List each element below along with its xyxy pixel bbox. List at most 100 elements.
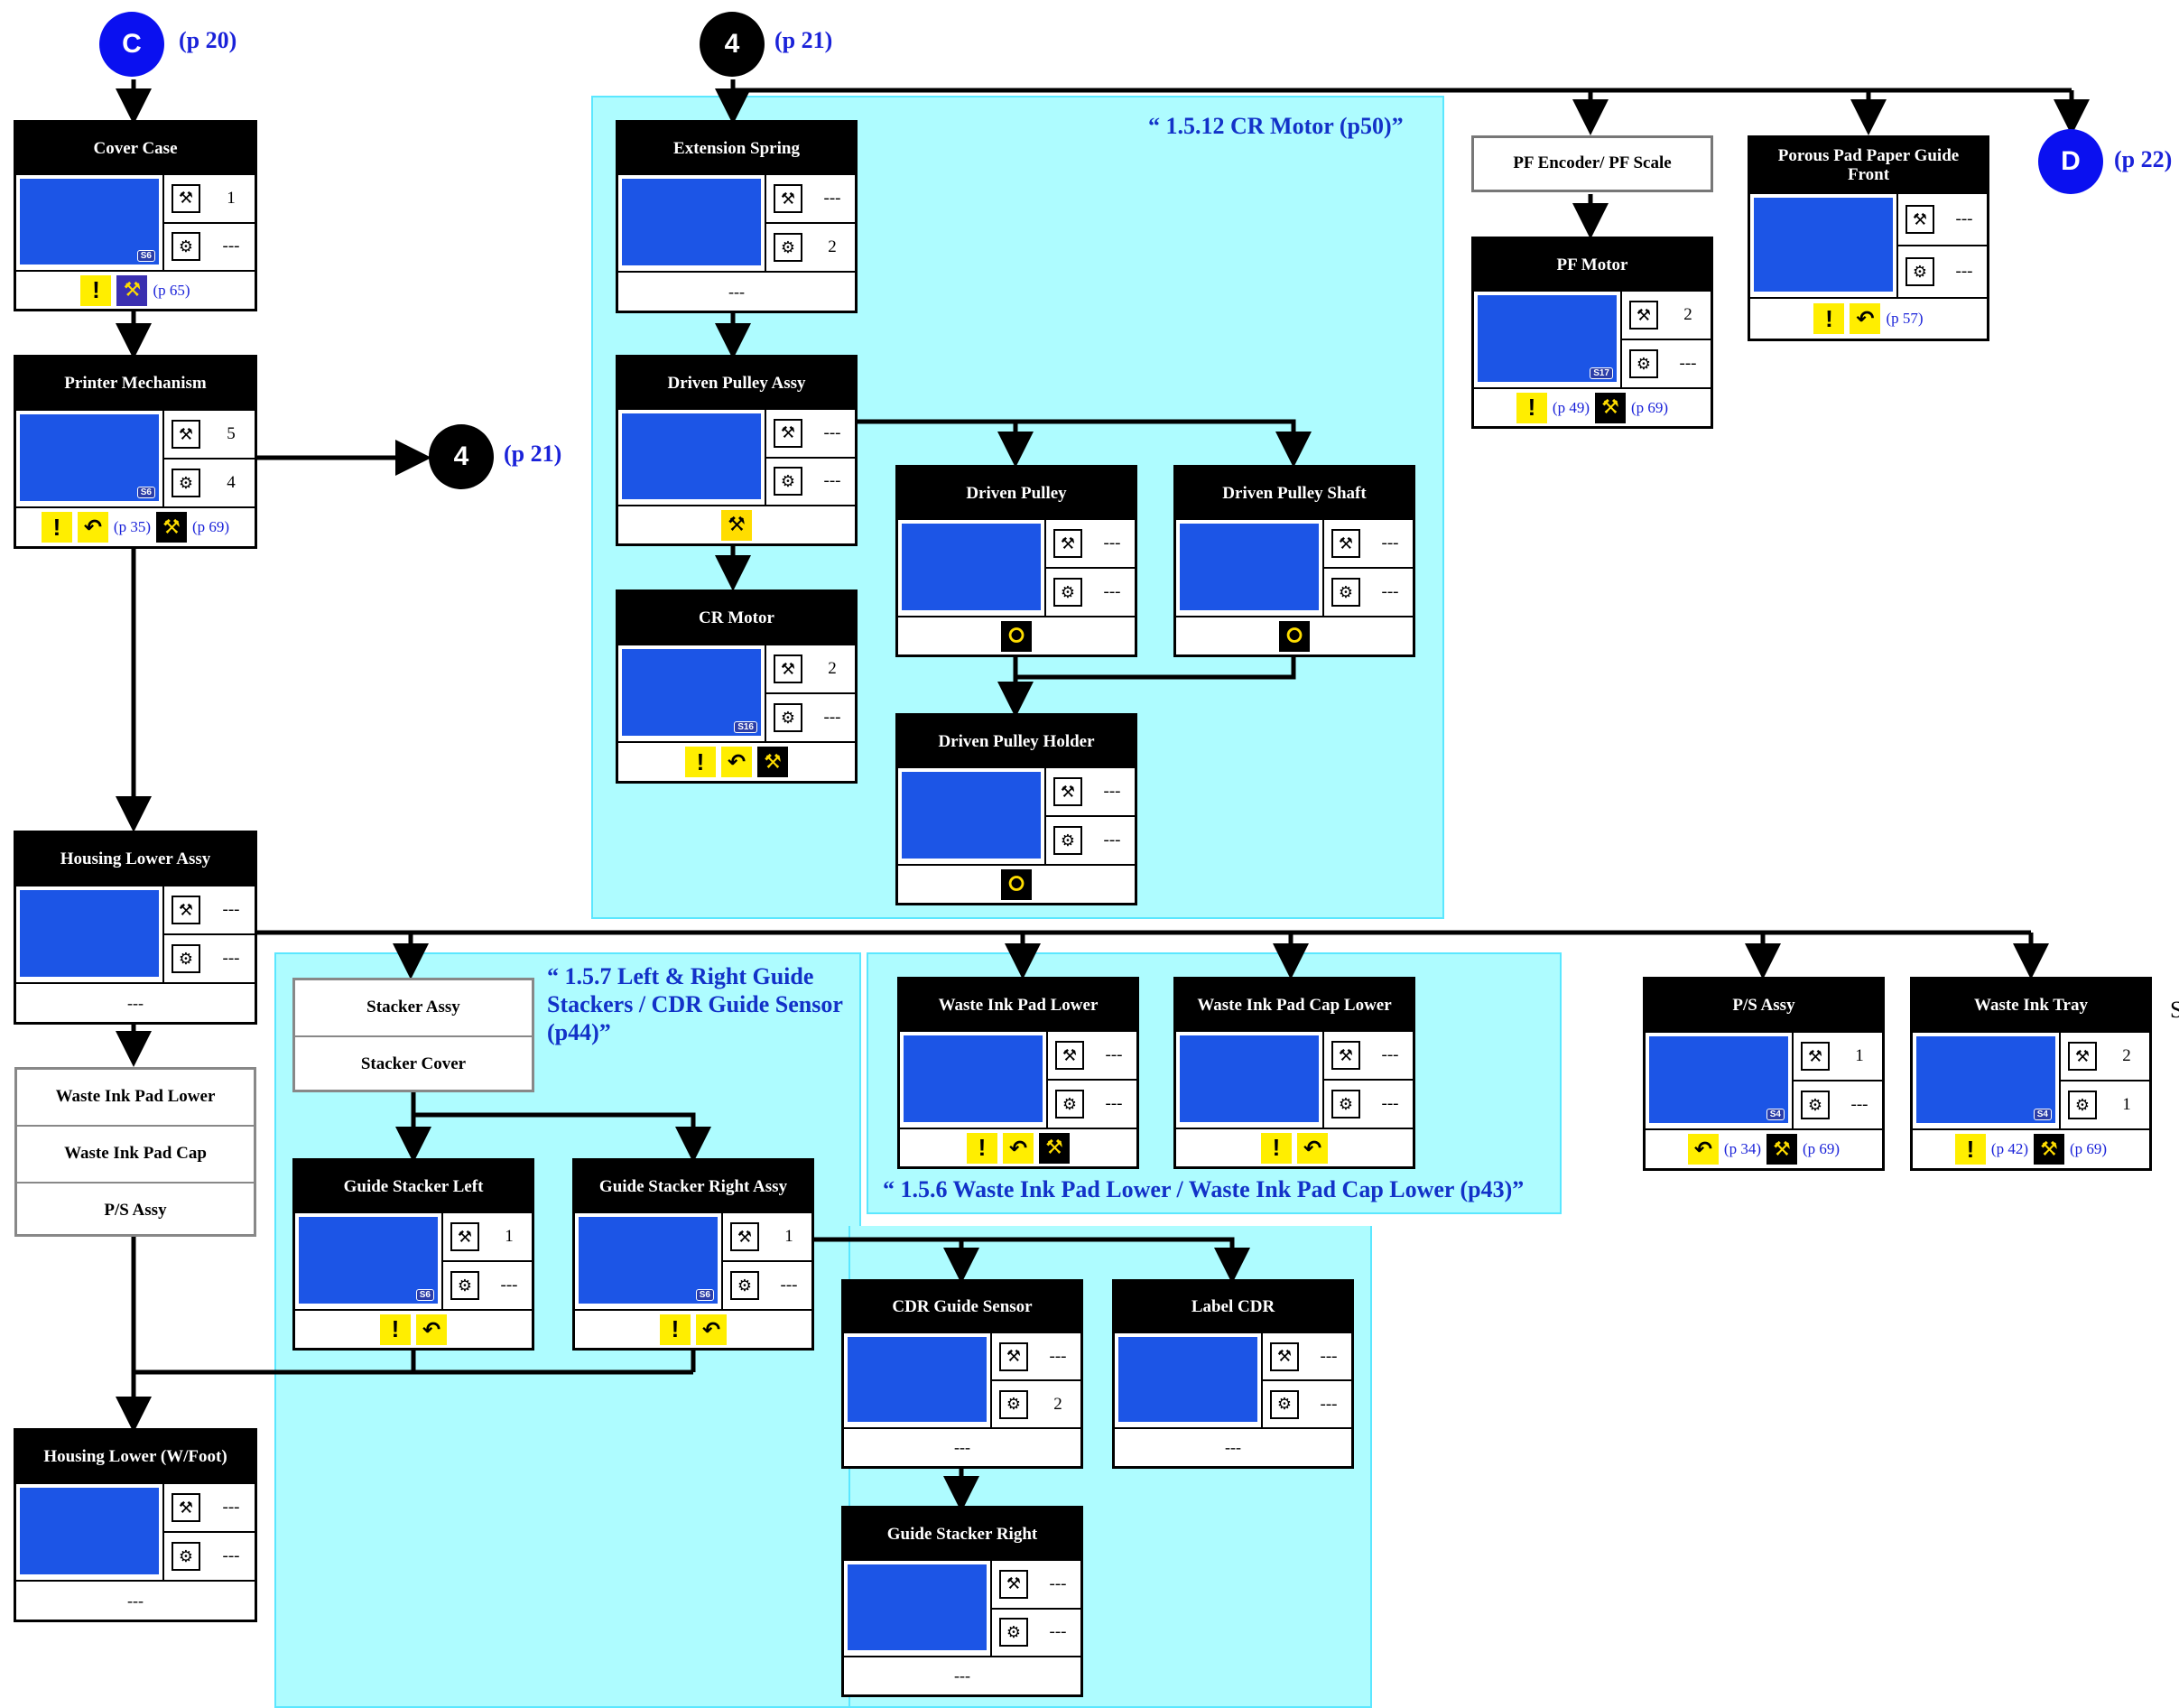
connector-c[interactable]: C: [99, 12, 164, 77]
reassembly-icon[interactable]: ↶: [1297, 1132, 1328, 1164]
part-cdr-guide-sensor[interactable]: CDR Guide Sensor⚒---⚙2---: [841, 1279, 1083, 1469]
part-photo: S6: [579, 1217, 718, 1304]
reassembly-icon[interactable]: ↶: [77, 512, 108, 543]
caution-icon[interactable]: !: [967, 1132, 997, 1164]
stack-item-waste-ink-pad-cap[interactable]: Waste Ink Pad Cap: [17, 1127, 254, 1184]
part-photo: [848, 1564, 987, 1650]
part-title: CR Motor: [618, 592, 855, 645]
wrench-icon: ⚙: [2068, 1091, 2097, 1119]
page-ref-link[interactable]: (p 35): [113, 518, 151, 535]
count-column: ⚒---⚙---: [1044, 520, 1135, 616]
connector-4-top-ref[interactable]: (p 21): [774, 27, 833, 53]
lubrication-icon[interactable]: ⭘: [1279, 620, 1310, 652]
wrench-icon: ⚙: [1053, 578, 1082, 607]
page-ref-link[interactable]: (p 69): [1803, 1140, 1841, 1157]
tools-row: ⚙---: [164, 935, 255, 982]
stack-item-ps-assy[interactable]: P/S Assy: [104, 1200, 167, 1220]
count-column: ⚒1⚙---: [721, 1213, 811, 1309]
part-label-cdr[interactable]: Label CDR⚒---⚙------: [1112, 1279, 1354, 1469]
part-housing-lower-assy[interactable]: Housing Lower Assy⚒---⚙------: [14, 831, 257, 1025]
caution-icon[interactable]: !: [41, 512, 72, 543]
stack-item-stacker-cover[interactable]: Stacker Cover: [360, 1054, 467, 1073]
tool-icon[interactable]: ⚒: [721, 509, 752, 541]
caution-icon[interactable]: !: [380, 1313, 411, 1345]
wrench-icon: ⚙: [730, 1271, 759, 1300]
screws-row: ⚒2: [1622, 292, 1711, 340]
part-driven-pulley-shaft[interactable]: Driven Pulley Shaft⚒---⚙---⭘: [1173, 465, 1415, 657]
tools-count: ---: [1850, 1095, 1868, 1114]
adjustment-icon[interactable]: ⚒: [757, 747, 788, 777]
part-pf-encoder[interactable]: PF Encoder/ PF Scale: [1471, 135, 1713, 192]
caution-icon[interactable]: !: [1261, 1132, 1292, 1164]
connector-d-ref[interactable]: (p 22): [2114, 146, 2173, 172]
page-ref-link[interactable]: (p 57): [1886, 310, 1924, 327]
caution-icon[interactable]: !: [80, 274, 112, 306]
stack-item-waste-ink-pad-lower[interactable]: Waste Ink Pad Lower: [17, 1070, 254, 1127]
adjustment-icon[interactable]: ⚒: [156, 512, 187, 543]
page-ref-link[interactable]: (p 42): [1990, 1140, 2028, 1157]
caution-icon[interactable]: !: [685, 747, 716, 777]
page-ref-link[interactable]: (p 69): [192, 518, 230, 535]
reassembly-icon[interactable]: ↶: [721, 747, 752, 777]
connector-c-ref[interactable]: (p 20): [179, 27, 237, 53]
connector-4-mid[interactable]: 4: [429, 424, 494, 489]
page-ref-link[interactable]: (p 69): [2070, 1140, 2108, 1157]
caution-icon[interactable]: !: [1516, 392, 1547, 423]
page-ref-link[interactable]: (p 34): [1723, 1140, 1761, 1157]
part-extension-spring[interactable]: Extension Spring⚒---⚙2---: [616, 120, 858, 313]
connector-4-mid-ref[interactable]: (p 21): [504, 441, 562, 467]
part-photo: [902, 772, 1041, 859]
screws-row: ⚒---: [1046, 768, 1135, 817]
caution-icon[interactable]: !: [660, 1313, 691, 1345]
part-driven-pulley-assy[interactable]: Driven Pulley Assy⚒---⚙---⚒: [616, 355, 858, 546]
part-title: Printer Mechanism: [16, 357, 255, 411]
reassembly-icon[interactable]: ↶: [696, 1313, 727, 1345]
wrench-icon: ⚙: [1801, 1091, 1830, 1119]
lubrication-icon[interactable]: ⭘: [1001, 868, 1032, 900]
caution-icon[interactable]: !: [1813, 303, 1845, 334]
part-body: ⚒---⚙---: [1176, 1032, 1413, 1129]
count-column: ⚒---⚙---: [1261, 1333, 1351, 1427]
lubrication-icon[interactable]: ⭘: [1001, 620, 1032, 652]
footer-text: ---: [1225, 1438, 1241, 1456]
wrench-icon: ⚙: [172, 1542, 200, 1571]
page-ref-link[interactable]: (p 49): [1552, 398, 1590, 416]
part-waste-ink-pad-lower[interactable]: Waste Ink Pad Lower⚒---⚙---!↶⚒: [897, 977, 1139, 1169]
reassembly-icon[interactable]: ↶: [1003, 1132, 1034, 1164]
part-title: Driven Pulley Shaft: [1176, 468, 1413, 520]
part-porous-pad[interactable]: Porous Pad Paper Guide Front⚒---⚙---!↶(p…: [1748, 135, 1989, 341]
screws-count: 1: [227, 188, 236, 208]
reassembly-icon[interactable]: ↶: [1687, 1134, 1719, 1165]
part-housing-lower-foot[interactable]: Housing Lower (W/Foot)⚒---⚙------: [14, 1428, 257, 1622]
adjustment-icon[interactable]: ⚒: [1039, 1132, 1070, 1164]
connector-4-top[interactable]: 4: [700, 12, 765, 77]
part-guide-stacker-right[interactable]: Guide Stacker Right⚒---⚙------: [841, 1506, 1083, 1697]
stack-item-stacker-assy[interactable]: Stacker Assy: [295, 980, 532, 1037]
adjustment-icon[interactable]: ⚒: [116, 274, 148, 306]
reassembly-icon[interactable]: ↶: [416, 1313, 447, 1345]
screws-row: ⚒1: [723, 1213, 811, 1262]
page-ref-link[interactable]: (p 65): [153, 281, 190, 299]
part-driven-pulley[interactable]: Driven Pulley⚒---⚙---⭘: [895, 465, 1137, 657]
screw-icon: ⚒: [1053, 777, 1082, 806]
wrench-icon: ⚙: [450, 1271, 479, 1300]
caution-icon[interactable]: !: [1954, 1134, 1986, 1165]
adjustment-icon[interactable]: ⚒: [1595, 392, 1626, 423]
page-ref-link[interactable]: (p 69): [1631, 398, 1669, 416]
part-driven-pulley-holder[interactable]: Driven Pulley Holder⚒---⚙---⭘: [895, 713, 1137, 905]
adjustment-icon[interactable]: ⚒: [1766, 1134, 1797, 1165]
adjustment-icon[interactable]: ⚒: [2034, 1134, 2064, 1165]
connector-d[interactable]: D: [2038, 129, 2103, 194]
part-waste-ink-pad-cap-lower[interactable]: Waste Ink Pad Cap Lower⚒---⚙---!↶: [1173, 977, 1415, 1169]
count-column: ⚒---⚙---: [162, 1484, 255, 1580]
reassembly-icon[interactable]: ↶: [1850, 303, 1881, 334]
part-title: Driven Pulley Assy: [618, 357, 855, 410]
